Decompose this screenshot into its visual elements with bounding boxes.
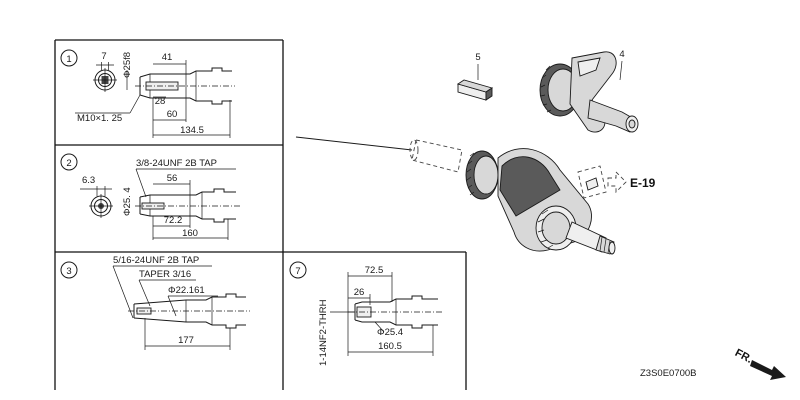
shaft-profile	[135, 67, 235, 105]
panel-frames	[54, 39, 467, 390]
shaft-profile	[135, 188, 240, 223]
front-direction-label: FR.	[733, 347, 754, 366]
svg-text:M10×1. 25: M10×1. 25	[77, 113, 122, 124]
panel-2: 2 3/8-24UNF 2B TAP 6.3 Φ25. 4 56	[60, 153, 240, 240]
shaft-profile	[128, 293, 250, 329]
gear-part: 4	[539, 49, 639, 133]
key-part: 5	[456, 52, 494, 101]
crankshaft-assembly	[295, 136, 616, 255]
part-number-5: 5	[475, 52, 480, 63]
shaft-profile	[348, 295, 442, 329]
svg-text:28: 28	[155, 96, 166, 107]
panel-number-circle	[60, 153, 78, 171]
svg-text:5/16-24UNF 2B TAP: 5/16-24UNF 2B TAP	[113, 255, 199, 266]
svg-text:1-14NF2-THRH: 1-14NF2-THRH	[318, 299, 329, 366]
svg-text:Φ25.4: Φ25.4	[377, 327, 403, 338]
reference-callout: E-19	[577, 165, 656, 199]
svg-text:72.2: 72.2	[164, 215, 183, 226]
front-direction: FR.	[733, 347, 786, 380]
reference-label: E-19	[630, 176, 656, 190]
svg-text:Φ25f8: Φ25f8	[122, 52, 133, 78]
panel-7: 7 1-14NF2-THRH 72.5 26 Φ25.4 160.5	[289, 261, 442, 366]
direction-arrow-icon	[750, 360, 786, 380]
end-view	[93, 62, 117, 92]
svg-text:6.3: 6.3	[82, 175, 95, 186]
svg-text:41: 41	[162, 52, 173, 63]
svg-text:56: 56	[167, 173, 178, 184]
svg-text:Φ25. 4: Φ25. 4	[122, 187, 133, 216]
svg-text:160: 160	[182, 228, 198, 239]
panel-number: 1	[66, 54, 71, 65]
panel-number: 3	[66, 266, 71, 277]
panel-3: 3 5/16-24UNF 2B TAP TAPER 3/16 Φ22.161 1…	[60, 255, 250, 350]
svg-text:7: 7	[101, 51, 106, 62]
panel-1: 1 7 Φ25f8 41 28	[60, 49, 235, 138]
svg-text:TAPER 3/16: TAPER 3/16	[139, 269, 191, 280]
panel-number-circle	[289, 261, 307, 279]
panel-number: 2	[66, 158, 71, 169]
crank-gear	[465, 150, 499, 200]
diagram-code: Z3S0E0700B	[640, 368, 697, 379]
panel-number-circle	[60, 49, 78, 67]
svg-text:160.5: 160.5	[378, 341, 402, 352]
panel-number: 7	[295, 266, 300, 277]
svg-text:26: 26	[354, 287, 365, 298]
svg-text:134.5: 134.5	[180, 125, 204, 136]
svg-text:72.5: 72.5	[365, 265, 384, 276]
end-view	[80, 186, 113, 218]
svg-text:60: 60	[167, 109, 178, 120]
svg-text:Φ22.161: Φ22.161	[168, 285, 205, 296]
svg-text:3/8-24UNF 2B TAP: 3/8-24UNF 2B TAP	[136, 158, 217, 169]
panel-number-circle	[60, 261, 78, 279]
svg-text:177: 177	[178, 335, 194, 346]
part-number-4: 4	[619, 49, 624, 60]
